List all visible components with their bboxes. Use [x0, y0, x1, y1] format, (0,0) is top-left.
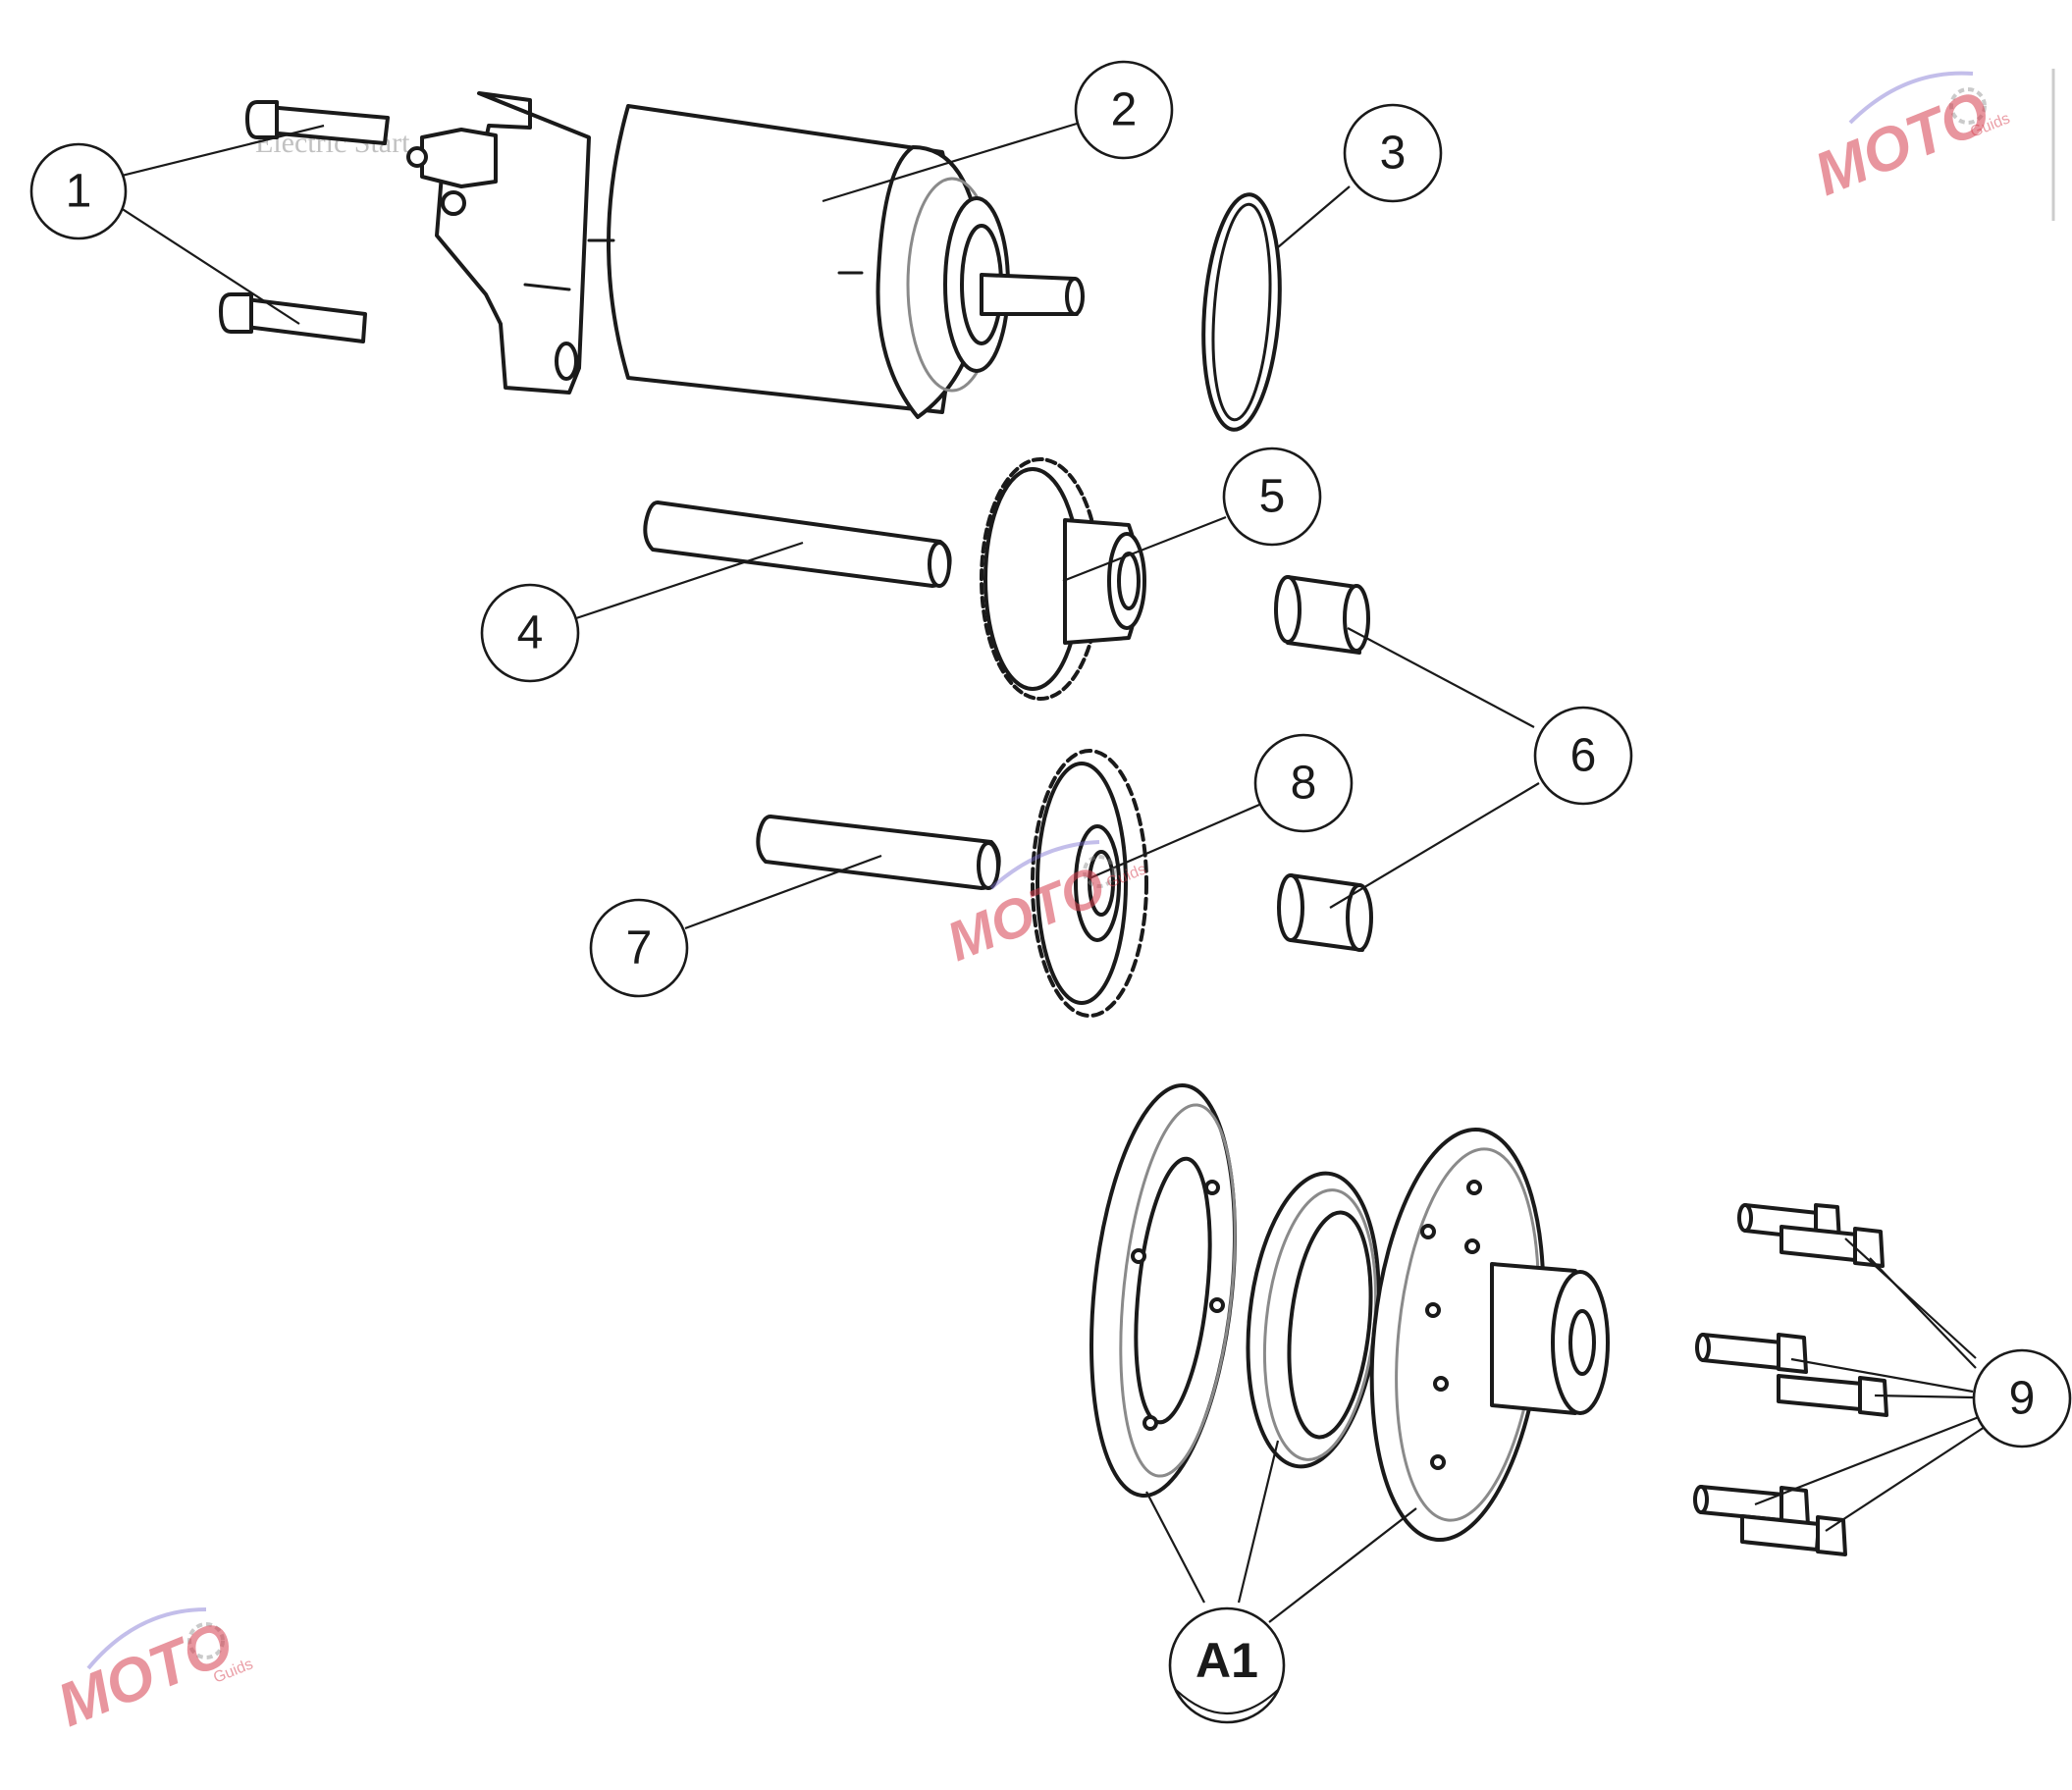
callout-5: 5: [1222, 447, 1322, 547]
svg-text:MOTO: MOTO: [1805, 79, 1998, 209]
leader-lines: [117, 122, 1986, 1623]
callout-4: 4: [480, 583, 580, 683]
watermark-logo: MOTO Guids: [48, 1607, 255, 1740]
part-9-bolt: [1780, 1225, 1885, 1268]
svg-text:1: 1: [66, 166, 92, 218]
svg-text:9: 9: [2009, 1373, 2036, 1425]
part-3-o-ring: [1201, 192, 1282, 432]
assembly-a1-hub: [1369, 1127, 1610, 1543]
part-8-gear: [1031, 749, 1148, 1018]
part-7-shaft: [756, 815, 1001, 890]
callout-a1: A1: [1168, 1606, 1286, 1724]
part-2-starter-motor: [406, 91, 1085, 419]
part-6-bushing-lower: [1277, 873, 1373, 952]
assembly-a1-sprag-ring: [1246, 1171, 1381, 1469]
svg-text:A1: A1: [1195, 1633, 1258, 1688]
watermark-logo: MOTO Guids: [1805, 71, 2012, 209]
svg-text:6: 6: [1570, 730, 1597, 782]
callout-3: 3: [1343, 103, 1443, 203]
svg-text:7: 7: [626, 922, 653, 974]
svg-text:3: 3: [1380, 128, 1407, 180]
part-1-screw-upper: [245, 100, 390, 145]
callout-8: 8: [1253, 733, 1354, 833]
part-9-bolt: [1695, 1333, 1808, 1374]
svg-text:5: 5: [1259, 471, 1286, 523]
callout-2: 2: [1074, 60, 1174, 160]
part-9-bolt: [1740, 1514, 1847, 1556]
callout-6: 6: [1533, 706, 1633, 806]
part-6-bushing-upper: [1274, 575, 1370, 655]
svg-text:2: 2: [1111, 84, 1138, 136]
callout-7: 7: [589, 898, 689, 998]
part-1-screw-lower: [219, 292, 367, 343]
assembly-a1-outer-ring: [1089, 1083, 1237, 1498]
svg-text:8: 8: [1291, 758, 1317, 810]
part-9-bolt: [1777, 1374, 1888, 1417]
svg-text:4: 4: [517, 607, 544, 659]
callout-1: 1: [29, 142, 128, 240]
part-5-idler-gear: [980, 457, 1146, 701]
callout-9: 9: [1972, 1348, 2072, 1448]
